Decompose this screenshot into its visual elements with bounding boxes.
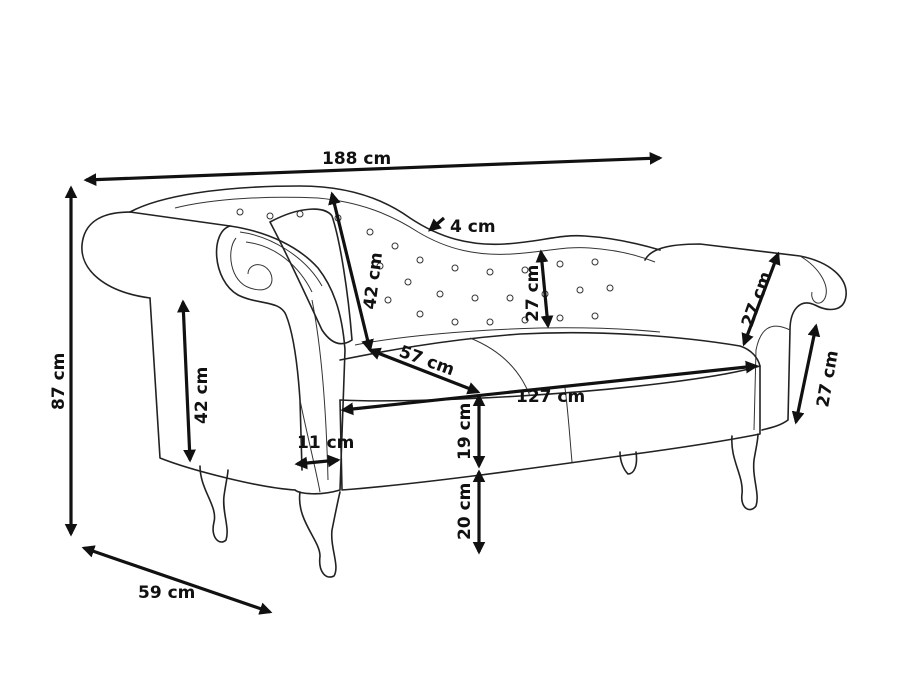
dim-line-arm-width [294, 454, 341, 470]
label-seat-thickness: 19 cm [455, 403, 475, 460]
left-arm-front-panel [149, 297, 296, 491]
leg-front-right [731, 433, 759, 511]
leg-front-left [298, 491, 341, 578]
label-overall-depth: 59 cm [138, 583, 195, 603]
dim-line-overall-width [83, 151, 663, 187]
dim-line-right-arm-width [741, 251, 781, 347]
dim-line-overall-depth [81, 545, 273, 615]
label-seat-depth: 57 cm [396, 342, 457, 380]
dimension-lines [64, 151, 821, 615]
left-arm-scroll [215, 225, 303, 471]
label-backrest-height: 42 cm [360, 251, 387, 310]
dim-line-backrest-low-height [535, 249, 554, 329]
leg-back-left [199, 465, 229, 543]
dim-line-frame-thickness [428, 216, 446, 232]
dim-line-seat-width [340, 360, 759, 416]
label-overall-height: 87 cm [49, 353, 69, 410]
label-arm-front-height: 42 cm [192, 367, 212, 424]
label-right-arm-width: 27 cm [738, 269, 776, 330]
backrest-outline [129, 185, 661, 251]
label-right-arm-height: 27 cm [813, 349, 843, 409]
dim-line-arm-front-height [177, 299, 196, 463]
label-frame-thickness: 4 cm [450, 217, 496, 237]
front-rail [339, 365, 761, 491]
label-seat-width: 127 cm [516, 387, 585, 407]
dim-line-backrest-height [328, 191, 374, 353]
label-arm-width: 11 cm [297, 433, 354, 453]
label-overall-width: 188 cm [322, 149, 391, 169]
leg-back-right [619, 451, 638, 475]
dim-line-right-arm-height [791, 323, 821, 425]
right-arm-outline [644, 243, 847, 431]
label-backrest-low-height: 27 cm [523, 265, 543, 322]
label-leg-height: 20 cm [455, 483, 475, 540]
